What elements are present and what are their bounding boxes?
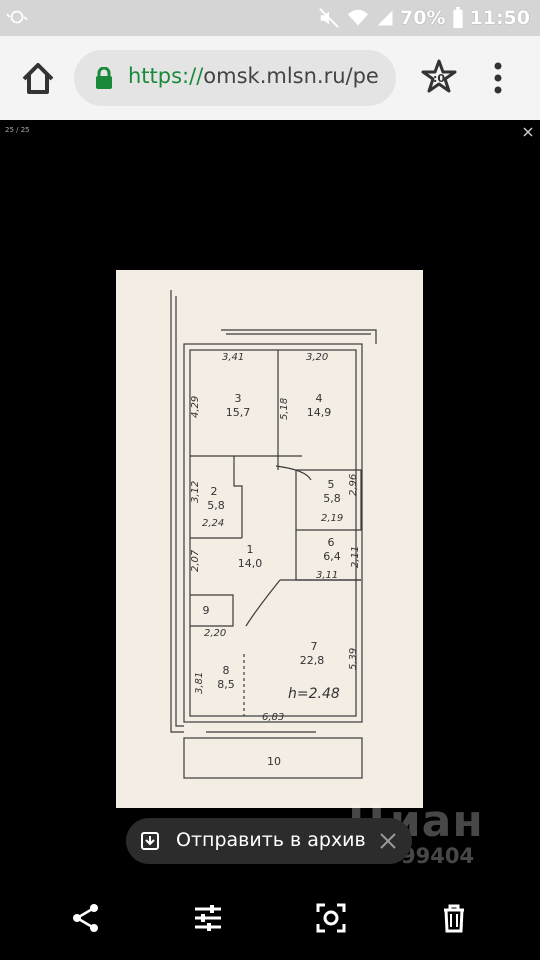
tabs-icon: :0 <box>421 59 457 93</box>
battery-icon <box>452 7 463 29</box>
dim-room-2-side: 3,12 <box>190 481 201 503</box>
battery-percent: 70% <box>400 7 446 29</box>
room-1-number: 1 <box>247 543 254 556</box>
floor-plan-image[interactable]: 3 15,7 4 14,9 2 5,8 5 5,8 1 14,0 6 6,4 9… <box>116 270 423 808</box>
dim-room-5-side: 2,96 <box>348 474 359 496</box>
url-scheme: https:// <box>128 64 204 88</box>
send-to-archive-label: Отправить в архив <box>176 829 366 851</box>
room-4-area: 14,9 <box>307 406 332 419</box>
room-6-number: 6 <box>328 536 335 549</box>
room-8-area: 8,5 <box>217 678 235 691</box>
browser-toolbar: https://omsk.mlsn.ru/pe :0 <box>0 36 540 120</box>
status-bar: 70% 11:50 <box>0 0 540 36</box>
status-time: 11:50 <box>469 7 530 29</box>
more-vert-icon[interactable] <box>488 58 508 98</box>
tabs-count: :0 <box>433 72 445 85</box>
send-to-archive-button[interactable]: Отправить в архив <box>126 818 412 864</box>
room-7-area: 22,8 <box>300 654 325 667</box>
room-2-number: 2 <box>211 485 218 498</box>
sync-icon <box>6 10 28 24</box>
dim-room-8-side: 3,81 <box>194 672 205 694</box>
mute-icon <box>319 8 339 28</box>
share-icon[interactable] <box>70 902 102 934</box>
dim-room-5-bottom: 2,19 <box>321 513 343 524</box>
room-2-area: 5,8 <box>207 499 225 512</box>
room-5-number: 5 <box>328 478 335 491</box>
image-viewer: 25 / 25 <box>0 120 540 960</box>
archive-icon <box>141 832 159 850</box>
dim-room-9-bottom: 2,20 <box>204 628 226 639</box>
room-8-number: 8 <box>223 664 230 677</box>
lock-icon <box>96 67 112 89</box>
dim-bottom-wall: 6,83 <box>262 712 284 723</box>
url-text: https://omsk.mlsn.ru/pe <box>128 64 379 88</box>
address-bar[interactable]: https://omsk.mlsn.ru/pe <box>74 50 396 106</box>
url-host: omsk.mlsn.ru/pe <box>203 64 379 88</box>
wifi-icon <box>347 9 369 26</box>
dim-room-4-side: 5,18 <box>279 398 290 420</box>
room-9-number: 9 <box>203 604 210 617</box>
room-3-number: 3 <box>235 392 242 405</box>
dim-room-2-bottom: 2,24 <box>202 518 224 529</box>
room-7-number: 7 <box>311 640 318 653</box>
floor-plan-drawing: 3 15,7 4 14,9 2 5,8 5 5,8 1 14,0 6 6,4 9… <box>170 290 377 779</box>
room-10-number: 10 <box>267 755 281 768</box>
room-1-area: 14,0 <box>238 557 263 570</box>
dim-top-4: 3,20 <box>306 352 328 363</box>
room-5-area: 5,8 <box>323 492 341 505</box>
dim-room-6-side: 2,11 <box>350 546 361 568</box>
image-counter: 25 / 25 <box>5 126 30 134</box>
room-3-area: 15,7 <box>226 406 251 419</box>
lens-icon[interactable] <box>315 902 347 934</box>
dim-room-7-side: 5,39 <box>348 648 359 670</box>
room-4-number: 4 <box>316 392 323 405</box>
home-icon[interactable] <box>18 58 58 98</box>
dim-room-6-bottom: 3,11 <box>316 570 338 581</box>
close-icon[interactable] <box>522 126 534 138</box>
tune-icon[interactable] <box>192 902 224 934</box>
tabs-button[interactable]: :0 <box>420 58 458 96</box>
signal-icon <box>377 10 393 26</box>
dim-room-1-side: 2,07 <box>190 549 201 572</box>
status-right: 70% 11:50 <box>318 6 530 30</box>
dim-top-3: 3,41 <box>222 352 244 363</box>
delete-icon[interactable] <box>438 902 470 934</box>
bottom-action-bar <box>0 890 540 946</box>
close-icon[interactable] <box>378 831 398 851</box>
room-6-area: 6,4 <box>323 550 341 563</box>
dim-room-3-side: 4,29 <box>190 396 201 418</box>
ceiling-height-label: h=2.48 <box>288 686 340 702</box>
